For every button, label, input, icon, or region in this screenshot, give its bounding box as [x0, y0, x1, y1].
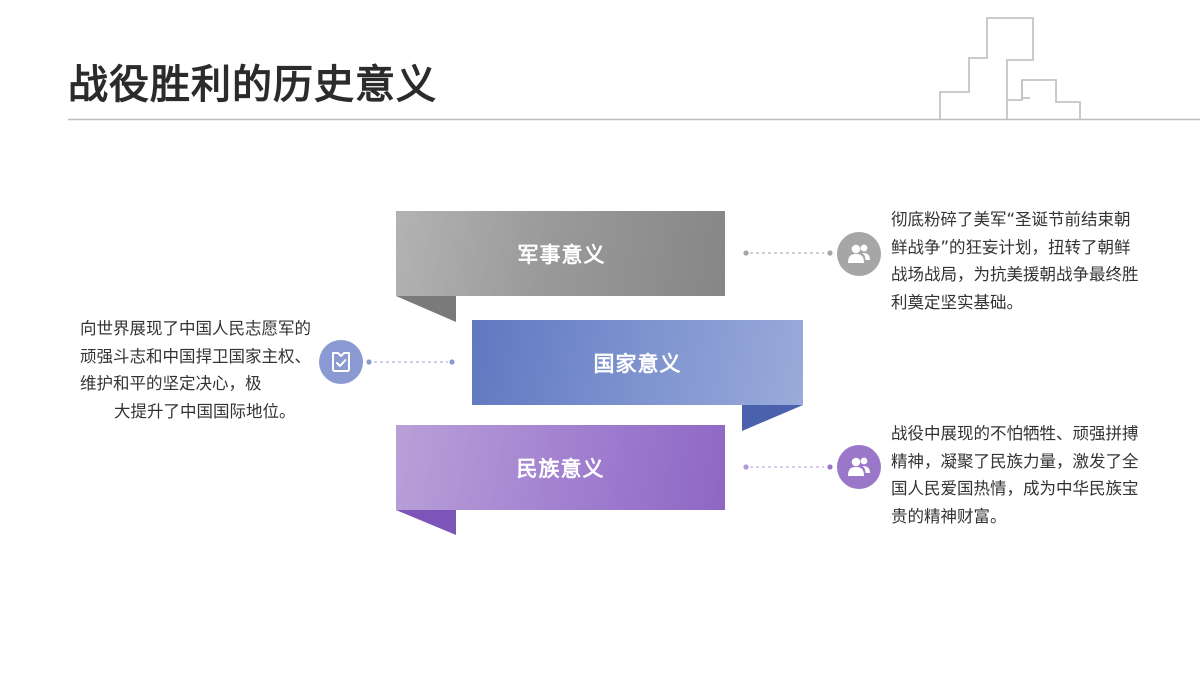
ribbon-military: 军事意义 [396, 211, 725, 296]
description-ethnic: 战役中展现的不怕牺牲、顽强拼搏精神，凝聚了民族力量，激发了全国人民爱国热情，成为… [891, 424, 1139, 526]
ribbon-fold-ethnic [396, 510, 456, 535]
ribbon-label-military: 军事意义 [517, 242, 606, 267]
ribbon-fold-military [396, 296, 456, 322]
ribbon-label-national: 国家意义 [593, 351, 682, 376]
skyline-outline [939, 17, 1034, 119]
connector-ethnic [743, 464, 833, 470]
ribbon-label-ethnic: 民族意义 [516, 456, 605, 481]
description-national-main: 向世界展现了中国人民志愿军的顽强斗志和中国捍卫国家主权、维护和平的坚定决心，极 [80, 319, 311, 393]
ribbon-national: 国家意义 [472, 320, 803, 405]
page-title: 战役胜利的历史意义 [68, 62, 437, 108]
ribbon-ethnic: 民族意义 [396, 425, 725, 510]
people-icon [837, 232, 881, 276]
badge-check-icon [319, 340, 363, 384]
description-national: 向世界展现了中国人民志愿军的顽强斗志和中国捍卫国家主权、维护和平的坚定决心，极 … [80, 315, 315, 425]
description-national-last: 大提升了中国国际地位。 [114, 401, 296, 421]
connector-military [743, 250, 833, 256]
ribbon-fold-national [742, 405, 803, 431]
people-icon [837, 445, 881, 489]
connector-national [366, 359, 455, 365]
description-military: 彻底粉碎了美军“圣诞节前结束朝鲜战争”的狂妄计划，扭转了朝鲜战场战局，为抗美援朝… [891, 210, 1139, 312]
skyline-decoration [68, 17, 1200, 121]
